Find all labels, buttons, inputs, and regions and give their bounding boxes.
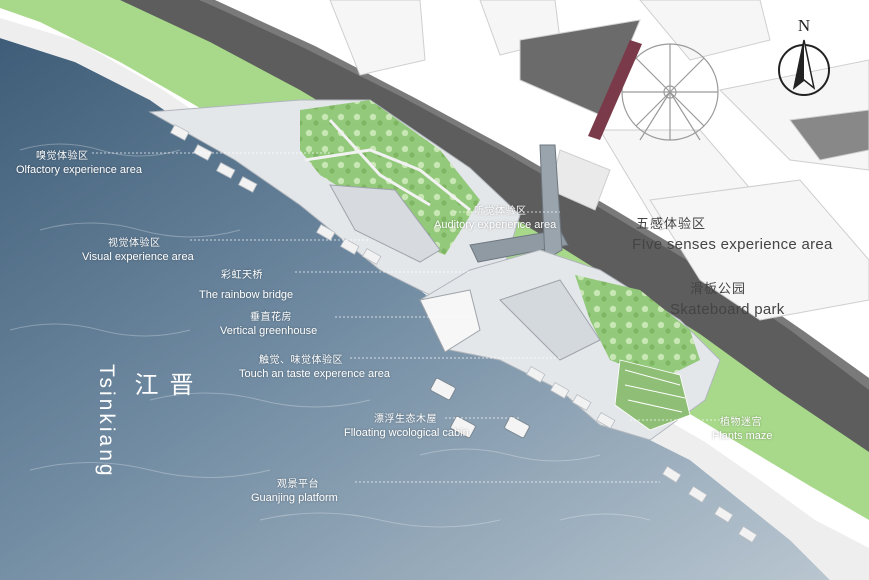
coaster-track (588, 40, 642, 140)
riverside-pavilions (170, 124, 758, 544)
greenhouse-block (419, 289, 481, 353)
label-five-senses-cn: 五感体验区 (636, 216, 707, 231)
label-touch-cn: 触觉、味觉体验区 (259, 355, 343, 366)
label-cabin-en: Flloating wcological cabin (344, 427, 469, 439)
label-touch-en: Touch an taste experence area (239, 368, 391, 380)
park-east-garden (575, 275, 700, 380)
label-olfactory-en: Olfactory experience area (16, 164, 142, 176)
label-rainbow-bridge: 彩虹天桥 The rainbow bridge (199, 266, 293, 301)
label-guanjing-platform: 观景平台 Guanjing platform (251, 475, 338, 504)
label-greenhouse-cn: 垂直花房 (250, 312, 292, 323)
label-plants-maze: 植物迷宫 Plants maze (712, 413, 773, 442)
label-visual-en: Visual experience area (82, 251, 194, 263)
city-blocks (329, 0, 869, 321)
ferris-wheel (621, 43, 719, 141)
park-west-court (329, 184, 441, 263)
compass-icon (778, 39, 830, 96)
bridge-tower (539, 144, 563, 261)
plants-maze (614, 359, 691, 431)
label-visual-area: 视觉体验区 Visual experience area (82, 234, 194, 263)
east-courtyard (499, 279, 601, 361)
label-vertical-greenhouse: 垂直花房 Vertical greenhouse (220, 308, 317, 337)
north-label: N (797, 16, 811, 35)
label-skateboard-cn: 滑板公园 (690, 281, 747, 296)
label-guanjing-en: Guanjing platform (251, 492, 338, 504)
label-touch-taste-area: 触觉、味觉体验区 Touch an taste experence area (239, 351, 390, 380)
label-auditory-cn: 听觉体验区 (474, 206, 527, 217)
label-five-senses-area: 五感体验区 FIve senses experience area (632, 213, 833, 253)
label-maze-en: Plants maze (712, 430, 773, 442)
label-maze-cn: 植物迷宫 (720, 417, 762, 428)
label-rainbow-en: The rainbow bridge (199, 289, 294, 301)
label-olfactory-area: 嗅觉体验区 Olfactory experience area (16, 147, 142, 176)
river-water (0, 38, 830, 580)
label-auditory-area: 听觉体验区 Auditory experience area (434, 202, 556, 231)
label-greenhouse-en: Vertical greenhouse (220, 325, 318, 337)
label-cabin-cn: 漂浮生态木屋 (374, 414, 437, 425)
label-guanjing-cn: 观景平台 (277, 479, 319, 490)
label-skateboard-en: Skateboard park (670, 301, 785, 318)
water-ripples (9, 143, 651, 528)
park-west-paths (304, 118, 471, 212)
rainbow-bridge (469, 229, 569, 263)
park-west-garden (300, 100, 480, 255)
label-rainbow-cn: 彩虹天桥 (221, 270, 263, 281)
river-name-cn: 晋江 (130, 372, 192, 398)
label-auditory-en: Auditory experience area (434, 219, 557, 231)
north-arrow: N (776, 16, 832, 100)
river-name-en: Tsinkiang (95, 364, 118, 479)
leader-lines (92, 152, 720, 483)
label-skateboard-park: 滑板公园 Skateboard park (670, 278, 785, 318)
label-visual-cn: 视觉体验区 (108, 238, 161, 249)
maze-lines (624, 369, 686, 413)
label-floating-cabin: 漂浮生态木屋 Flloating wcological cabin (344, 410, 469, 439)
floating-cabins (430, 377, 530, 439)
label-olfactory-cn: 嗅觉体验区 (36, 151, 89, 162)
label-five-senses-en: FIve senses experience area (632, 236, 833, 253)
